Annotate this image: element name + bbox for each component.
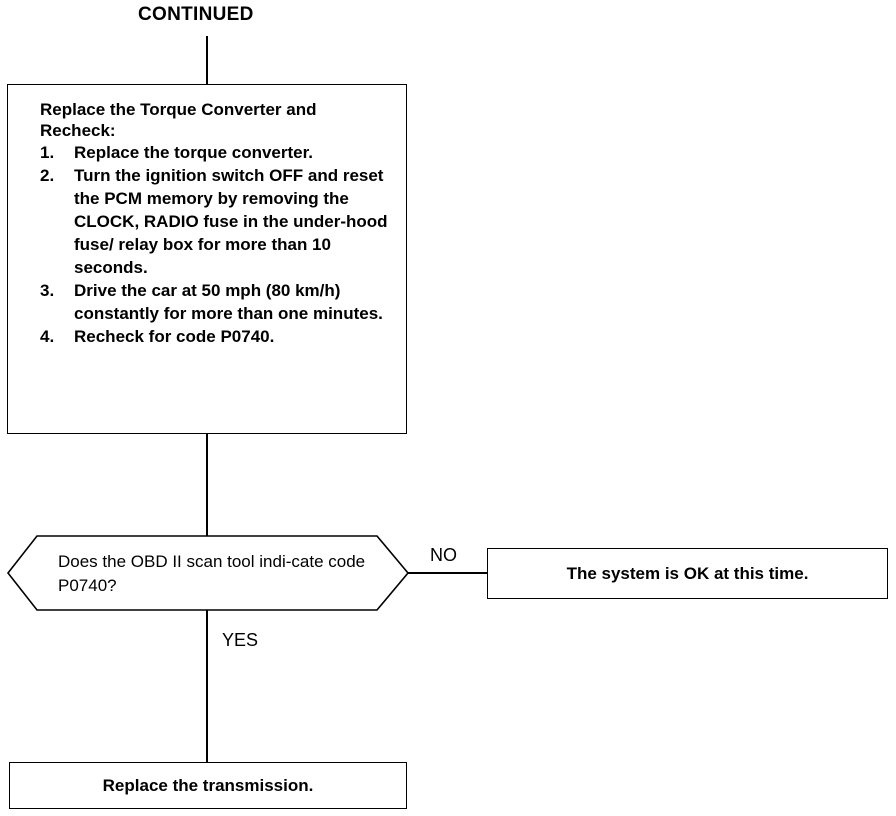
step-text: Replace the torque converter. bbox=[74, 143, 314, 162]
step-item: 2. Turn the ignition switch OFF and rese… bbox=[40, 164, 396, 279]
step-item: 4. Recheck for code P0740. bbox=[40, 325, 396, 348]
replace-transmission-text: Replace the transmission. bbox=[102, 775, 314, 795]
step-item: 3. Drive the car at 50 mph (80 km/h) con… bbox=[40, 279, 396, 325]
replace-transmission-box: Replace the transmission. bbox=[9, 762, 407, 809]
step-number: 4. bbox=[40, 327, 55, 346]
step-text: Turn the ignition switch OFF and reset t… bbox=[74, 166, 388, 277]
step-box-title: Replace the Torque Converter and Recheck… bbox=[40, 100, 317, 140]
step-list: 1. Replace the torque converter. 2. Turn… bbox=[40, 141, 396, 348]
decision-question: Does the OBD II scan tool indi-cate code… bbox=[58, 552, 366, 595]
yes-branch-label: YES bbox=[222, 630, 259, 650]
system-ok-text: The system is OK at this time. bbox=[566, 563, 809, 583]
replace-torque-converter-box: Replace the Torque Converter and Recheck… bbox=[7, 84, 407, 434]
step-text: Recheck for code P0740. bbox=[74, 327, 275, 346]
step-text: Drive the car at 50 mph (80 km/h) consta… bbox=[74, 281, 383, 323]
continued-label: CONTINUED bbox=[138, 4, 254, 25]
step-item: 1. Replace the torque converter. bbox=[40, 141, 396, 164]
step-number: 1. bbox=[40, 143, 55, 162]
step-number: 2. bbox=[40, 166, 55, 185]
step-number: 3. bbox=[40, 281, 55, 300]
decision-diamond bbox=[6, 535, 410, 611]
system-ok-box: The system is OK at this time. bbox=[487, 548, 888, 599]
no-branch-label: NO bbox=[430, 545, 457, 565]
